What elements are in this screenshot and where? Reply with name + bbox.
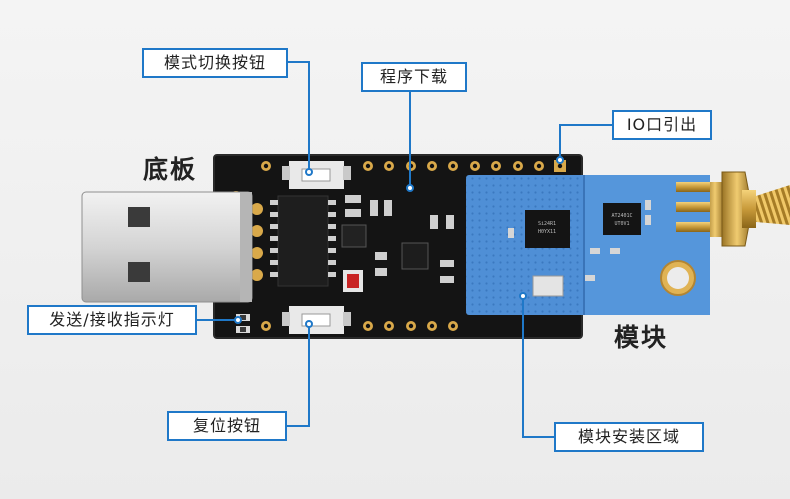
reset-button — [282, 306, 351, 334]
tx-rx-led-pair — [236, 314, 250, 333]
chip-right-mark-2: UT0V1 — [614, 221, 629, 227]
antenna-connector — [705, 171, 790, 247]
callout-mode-switch-button: 模式切换按钮 — [142, 48, 288, 78]
chip-left-mark-2: H0YX11 — [538, 229, 556, 235]
wireless-module: Si24R1 H0YX11 AT2401C UT0V1 — [466, 175, 710, 315]
leader-reset — [286, 324, 310, 427]
mode-switch-button — [282, 161, 351, 189]
leader-endpoints — [234, 156, 564, 328]
callout-io-breakout: IO口引出 — [612, 110, 712, 140]
leader-io-breakout — [559, 124, 612, 160]
callout-module-install-area: 模块安装区域 — [554, 422, 704, 452]
bottom-header-holes — [261, 321, 458, 331]
callout-reset-button: 复位按钮 — [167, 411, 287, 441]
usb-plug — [81, 191, 253, 303]
leader-lines — [196, 61, 612, 438]
base-board-heading: 底板 — [143, 155, 198, 184]
module-heading: 模块 — [614, 323, 669, 352]
leader-module-area — [522, 296, 554, 438]
callout-tx-rx-indicator: 发送/接收指示灯 — [27, 305, 197, 335]
chip-left-mark-1: Si24R1 — [538, 221, 556, 227]
leader-mode-switch — [287, 61, 310, 172]
callout-program-download: 程序下载 — [361, 62, 467, 92]
chip-right-mark-1: AT2401C — [611, 213, 632, 219]
